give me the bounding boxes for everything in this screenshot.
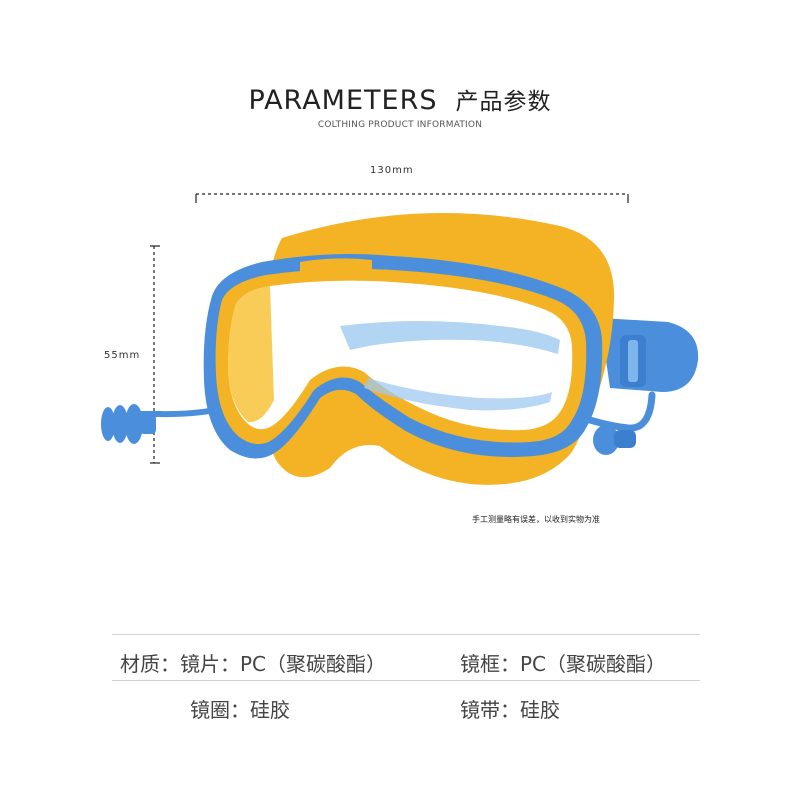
strap-buckle-slot xyxy=(628,340,638,382)
lens-reflection-band xyxy=(340,321,560,354)
width-dimension-label: 130mm xyxy=(370,165,414,176)
left-earplug xyxy=(101,404,156,444)
title-english: PARAMETERS xyxy=(248,85,438,116)
spec-ring: 镜圈：硅胶 xyxy=(190,698,290,722)
spec-material: 材质：镜片：PC（聚碳酸酯） xyxy=(120,652,387,676)
goggle-strap xyxy=(600,318,699,392)
divider-top xyxy=(112,634,700,635)
title-chinese: 产品参数 xyxy=(455,89,552,115)
goggle-lens xyxy=(228,280,573,431)
page-title: PARAMETERS 产品参数 xyxy=(0,82,800,116)
lens-lower-band xyxy=(364,378,552,411)
right-earplug xyxy=(593,425,636,455)
divider-middle xyxy=(112,680,700,681)
top-bridge-detail xyxy=(300,258,372,276)
height-dimension-label: 55mm xyxy=(104,350,141,361)
spec-strap: 镜带：硅胶 xyxy=(460,698,560,722)
page-subtitle: COLTHING PRODUCT INFORMATION xyxy=(317,120,483,130)
measurement-note: 手工测量略有误差，以收到实物为准 xyxy=(472,515,600,524)
spec-frame: 镜框：PC（聚碳酸酯） xyxy=(460,652,667,676)
left-lens-tint xyxy=(228,286,274,423)
